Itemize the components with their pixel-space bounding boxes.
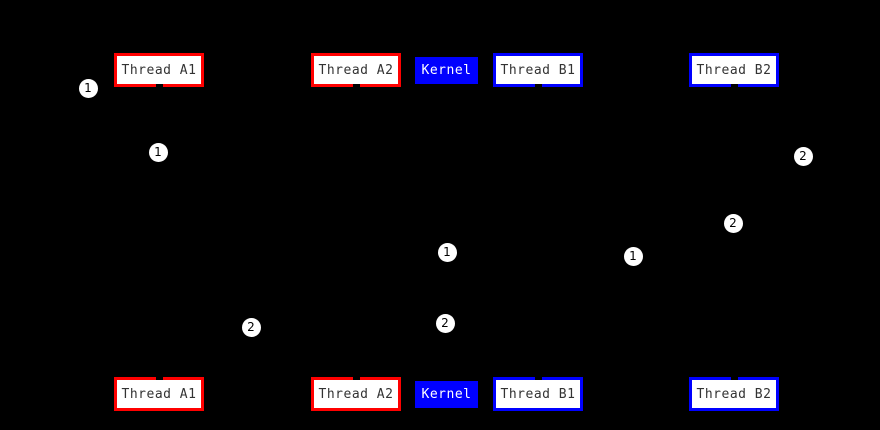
- participant-thread-b1-bottom: Thread B1: [493, 377, 583, 411]
- lifeline-notch: [731, 84, 738, 90]
- participant-label: Kernel: [421, 387, 472, 402]
- lifeline-notch: [156, 84, 163, 90]
- participant-label: Thread B2: [696, 386, 772, 402]
- number-badge-2-8: 2: [241, 317, 261, 337]
- participant-thread-a1-top: Thread A1: [114, 53, 204, 87]
- participant-thread-a2-top: Thread A2: [311, 53, 401, 87]
- participant-thread-a2-bottom: Thread A2: [311, 377, 401, 411]
- participant-thread-b2-bottom: Thread B2: [689, 377, 779, 411]
- number-badge-1-1: 1: [78, 78, 98, 98]
- number-badge-1-2: 1: [148, 142, 168, 162]
- participant-kernel-top: Kernel: [415, 57, 478, 84]
- lifeline-notch: [535, 84, 542, 90]
- number-badge-2-7: 2: [435, 313, 455, 333]
- number-badge-2-3: 2: [793, 146, 813, 166]
- participant-thread-b2-top: Thread B2: [689, 53, 779, 87]
- number-badge-2-4: 2: [723, 213, 743, 233]
- participant-label: Thread A1: [121, 386, 197, 402]
- participant-label: Thread B1: [500, 386, 576, 402]
- number-badge-1-6: 1: [623, 246, 643, 266]
- lifeline-notch: [156, 374, 163, 380]
- lifeline-notch: [535, 374, 542, 380]
- lifeline-notch: [353, 374, 360, 380]
- lifeline-notch: [353, 84, 360, 90]
- participant-label: Thread B2: [696, 62, 772, 78]
- participant-label: Thread A1: [121, 62, 197, 78]
- participant-label: Thread A2: [318, 62, 394, 78]
- participant-thread-a1-bottom: Thread A1: [114, 377, 204, 411]
- participant-kernel-bottom: Kernel: [415, 381, 478, 408]
- participant-label: Thread B1: [500, 62, 576, 78]
- number-badge-1-5: 1: [437, 242, 457, 262]
- participant-label: Kernel: [421, 63, 472, 78]
- lifeline-notch: [731, 374, 738, 380]
- participant-thread-b1-top: Thread B1: [493, 53, 583, 87]
- participant-label: Thread A2: [318, 386, 394, 402]
